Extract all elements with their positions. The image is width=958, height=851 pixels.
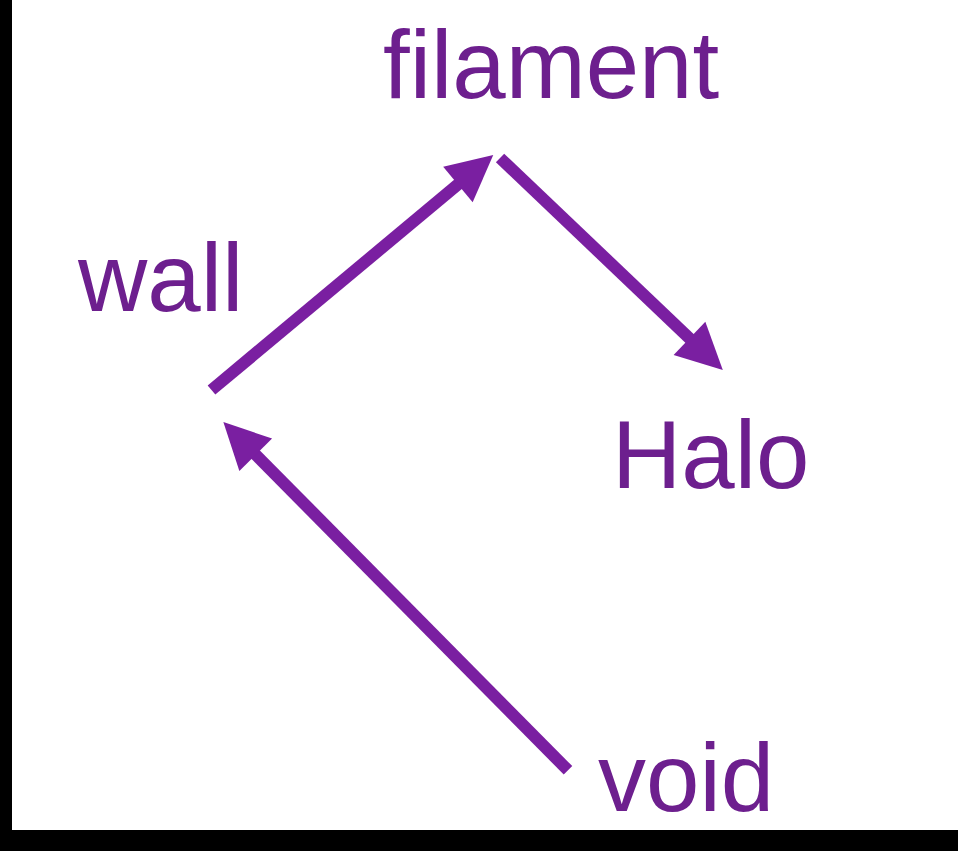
flow-arrow xyxy=(500,158,723,370)
white-panel xyxy=(12,0,958,830)
structure-label: wall xyxy=(76,230,245,326)
arrow-shaft xyxy=(212,182,461,390)
node-text: filament xyxy=(381,17,721,113)
arrow-head xyxy=(443,155,493,202)
node-text: void xyxy=(596,730,776,826)
structure-label: Halo xyxy=(610,407,811,503)
node-text: Halo xyxy=(610,407,811,503)
structure-label: void xyxy=(596,730,776,826)
flow-arrow xyxy=(223,422,568,770)
flow-arrow xyxy=(212,155,494,390)
arrow-head xyxy=(223,422,272,471)
arrow-shaft xyxy=(500,158,692,341)
arrow-head xyxy=(674,322,723,370)
arrow-shaft xyxy=(253,452,568,770)
structure-label: filament xyxy=(381,17,721,113)
node-text: wall xyxy=(76,230,245,326)
